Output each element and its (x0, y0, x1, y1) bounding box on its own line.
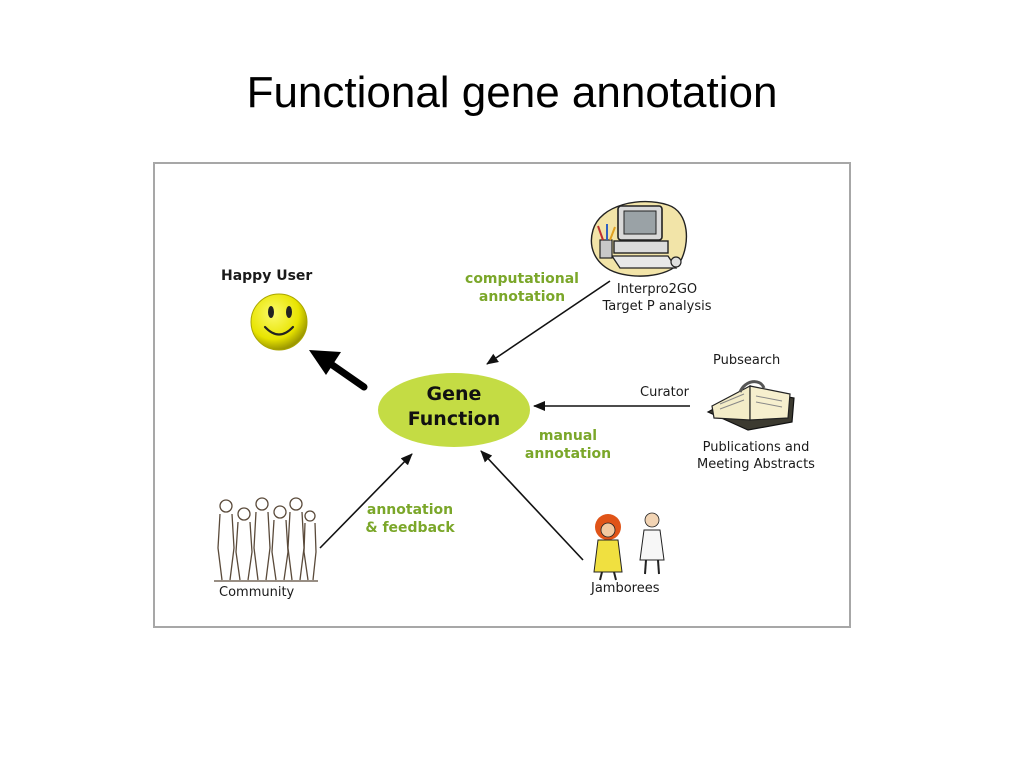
publications-line1: Publications and (702, 440, 810, 455)
publications-label: Publications and Meeting Abstracts (690, 440, 822, 474)
interpro-line1: Interpro2GO (616, 282, 698, 297)
manual-annotation-label: manual annotation (520, 427, 616, 463)
crowd-sketch-icon (214, 497, 318, 582)
feedback-line1: annotation (366, 502, 454, 518)
happy-user-label: Happy User (221, 268, 313, 284)
scientists-icon (593, 512, 665, 581)
gene-function-label: Gene Function (384, 382, 524, 431)
computational-annotation-label: computational annotation (462, 270, 582, 306)
smiley-face-icon (250, 293, 308, 351)
pubsearch-label: Pubsearch (713, 353, 781, 368)
arrow-community (319, 453, 413, 549)
open-book-icon (706, 380, 795, 431)
annotation-feedback-label: annotation & feedback (360, 501, 460, 537)
curator-label: Curator (640, 385, 690, 400)
computational-line1: computational (465, 271, 579, 287)
interpro-line2: Target P analysis (602, 298, 712, 314)
big-arrow-to-user (309, 350, 368, 391)
manual-line2: annotation (524, 446, 612, 463)
gene-label: Gene (426, 383, 482, 405)
community-label: Community (219, 585, 295, 600)
publications-line2: Meeting Abstracts (697, 456, 815, 472)
computational-line2: annotation (478, 289, 566, 306)
computer-icon (590, 201, 688, 277)
gene-function-ellipse (378, 373, 530, 447)
slide-title: Functional gene annotation (246, 68, 778, 117)
function-label: Function (407, 407, 501, 430)
manual-line1: manual (538, 428, 598, 444)
feedback-line2: & feedback (365, 520, 455, 537)
arrow-computational (486, 280, 611, 365)
arrow-jamborees (480, 450, 584, 561)
interpro-source-label: Interpro2GO Target P analysis (597, 282, 717, 316)
jamborees-label: Jamborees (591, 581, 660, 596)
